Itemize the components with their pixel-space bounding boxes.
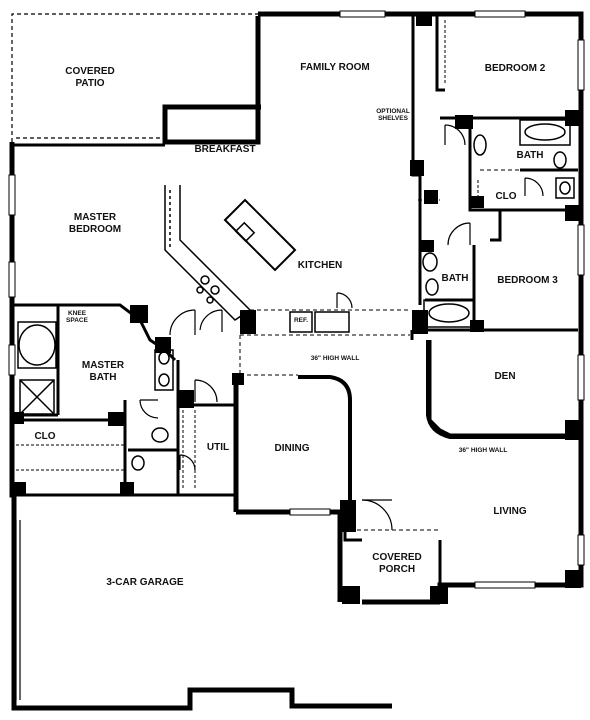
label-optional-shelves: OPTIONAL SHELVES <box>376 108 410 123</box>
room-label-family-room: FAMILY ROOM <box>300 62 370 73</box>
room-label-clo-master: CLO <box>34 431 56 442</box>
wall-piers <box>12 12 581 604</box>
room-label-bedroom-3: BEDROOM 3 <box>497 275 558 286</box>
patio-outline <box>11 13 258 142</box>
room-label-garage: 3-CAR GARAGE <box>106 577 184 588</box>
room-label-master-bath: MASTER BATH <box>81 360 125 383</box>
label-ref: REF. <box>293 317 309 324</box>
room-label-den: DEN <box>494 371 516 382</box>
room-label-util: UTIL <box>206 442 230 453</box>
half-walls <box>298 340 570 500</box>
room-label-bath-upper: BATH <box>516 150 544 161</box>
room-label-clo-upper: CLO <box>495 191 517 202</box>
label-knee-space: KNEE SPACE <box>66 310 88 325</box>
room-label-bedroom-2: BEDROOM 2 <box>484 63 546 74</box>
room-label-covered-patio: COVERED PATIO <box>65 66 115 89</box>
room-label-dining: DINING <box>274 443 310 454</box>
room-label-living: LIVING <box>493 506 527 517</box>
label-high-wall-den: 36" HIGH WALL <box>458 447 508 454</box>
room-label-bath-middle: BATH <box>441 273 469 284</box>
room-label-kitchen: KITCHEN <box>297 260 343 271</box>
door-swings <box>139 124 544 531</box>
label-high-wall-dining: 36" HIGH WALL <box>310 355 360 362</box>
room-label-breakfast: BREAKFAST <box>194 144 256 155</box>
windows <box>8 10 585 589</box>
garage-doors <box>15 520 21 700</box>
closet-shelving <box>16 20 479 490</box>
openings <box>58 169 520 531</box>
bath-fixtures <box>17 119 575 471</box>
room-label-covered-porch: COVERED PORCH <box>372 552 422 575</box>
room-label-master-bedroom: MASTER BEDROOM <box>68 212 122 235</box>
